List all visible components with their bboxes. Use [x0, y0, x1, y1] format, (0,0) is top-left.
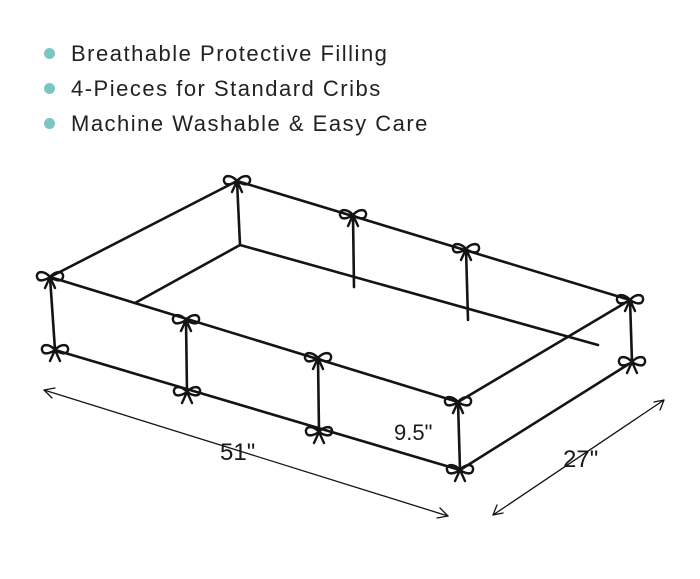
bow-icon — [172, 385, 202, 405]
bow-icon — [303, 351, 333, 371]
bow-icon — [617, 355, 647, 375]
tie-line — [316, 356, 321, 434]
bow-icon — [222, 174, 252, 194]
feature-text: Breathable Protective Filling — [71, 40, 389, 66]
tie-bows — [35, 174, 647, 483]
corner-edge-back — [235, 179, 242, 247]
tie-line — [351, 213, 356, 289]
bumper-outline — [48, 179, 634, 472]
dimension-lines — [43, 387, 665, 519]
top-rim-front — [48, 275, 632, 404]
width-dimension-line — [492, 399, 665, 516]
feature-list: Breathable Protective Filling 4-Pieces f… — [44, 36, 429, 141]
bullet-dot-icon — [44, 83, 55, 94]
bow-icon — [304, 425, 334, 445]
bow-icon — [40, 343, 70, 363]
width-arrow-end — [653, 399, 665, 411]
feature-item-washable: Machine Washable & Easy Care — [44, 106, 429, 141]
bullet-dot-icon — [44, 48, 55, 59]
feature-text: Machine Washable & Easy Care — [71, 110, 429, 136]
bow-icon — [443, 395, 473, 415]
width-label: 27" — [563, 446, 598, 473]
bow-icon — [615, 293, 645, 313]
height-label: 9.5" — [394, 420, 432, 445]
width-arrow-start — [492, 504, 504, 516]
length-arrow-start — [43, 387, 56, 399]
corner-edge-left — [48, 275, 57, 352]
bullet-dot-icon — [44, 118, 55, 129]
bow-icon — [35, 270, 65, 290]
length-dimension-line — [43, 389, 449, 517]
bow-icon — [338, 208, 368, 228]
tie-line — [464, 247, 470, 322]
inner-back-edge — [133, 243, 600, 347]
length-arrow-end — [436, 507, 449, 519]
top-rim-back — [48, 179, 632, 302]
corner-edge-right — [628, 298, 634, 364]
feature-item-filling: Breathable Protective Filling — [44, 36, 429, 71]
feature-item-pieces: 4-Pieces for Standard Cribs — [44, 71, 429, 106]
tie-line — [184, 318, 189, 394]
bow-icon — [451, 242, 481, 262]
bow-icon — [445, 463, 475, 483]
length-label: 51" — [220, 439, 255, 466]
bow-icon — [171, 313, 201, 333]
corner-edge-front — [456, 400, 462, 472]
feature-text: 4-Pieces for Standard Cribs — [71, 75, 382, 101]
